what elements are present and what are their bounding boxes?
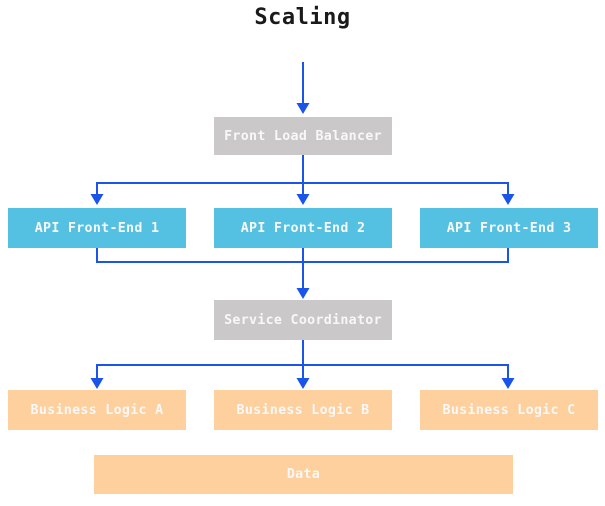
arrowhead (90, 378, 104, 389)
node-label: Data (286, 467, 321, 482)
node-label: Service Coordinator (224, 312, 382, 328)
node-api-front-end-2: API Front-End 2 (214, 208, 392, 248)
node-front-load-balancer: Front Load Balancer (214, 117, 392, 155)
node-business-logic-a: Business Logic A (8, 390, 186, 430)
node-label: API Front-End 2 (240, 220, 366, 236)
diagram-title: Scaling (254, 5, 351, 30)
node-label: API Front-End 1 (34, 220, 160, 236)
arrowhead (90, 194, 104, 205)
arrowhead (296, 378, 310, 389)
arrowhead (501, 378, 515, 389)
node-label: Front Load Balancer (224, 128, 382, 144)
edge-service-coordinator-to-business-logic (90, 340, 515, 389)
arrowhead (296, 288, 310, 299)
edge-front-load-balancer-to-api-front-ends (90, 155, 515, 205)
node-api-front-end-3: API Front-End 3 (420, 208, 598, 248)
node-label: Business Logic C (442, 402, 576, 418)
arrowhead (296, 103, 310, 114)
node-business-logic-b: Business Logic B (214, 390, 392, 430)
node-label: Business Logic B (236, 402, 370, 418)
arrowhead (501, 194, 515, 205)
edge-api-front-ends-to-service-coordinator (96, 248, 509, 299)
node-data: Data (94, 455, 513, 494)
node-label: API Front-End 3 (446, 220, 572, 236)
edge-entry-to-front-load-balancer (296, 62, 310, 114)
arrowhead (296, 194, 310, 205)
node-api-front-end-1: API Front-End 1 (8, 208, 186, 248)
node-business-logic-c: Business Logic C (420, 390, 598, 430)
node-label: Business Logic A (30, 402, 164, 418)
node-service-coordinator: Service Coordinator (214, 300, 392, 340)
